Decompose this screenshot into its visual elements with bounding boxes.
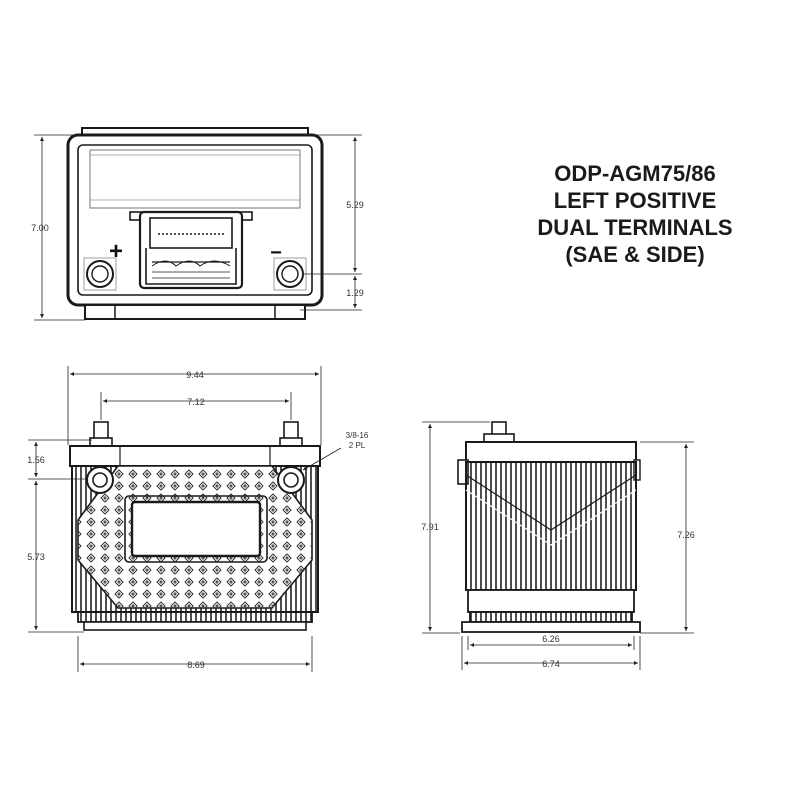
positive-terminal-top bbox=[83, 257, 117, 291]
dim-front-overall-length: 9.44 bbox=[186, 370, 204, 380]
dim-top-overall-height: 7.00 bbox=[31, 223, 49, 233]
dim-top-upper: 5.29 bbox=[346, 200, 364, 210]
thread-note-size: 3/8-16 bbox=[346, 431, 369, 440]
side-terminal-right bbox=[277, 466, 305, 494]
title-block: ODP-AGM75/86 LEFT POSITIVE DUAL TERMINAL… bbox=[500, 160, 770, 268]
negative-symbol: − bbox=[270, 242, 282, 264]
dim-side-case-height: 7.26 bbox=[677, 530, 695, 540]
dim-side-overall-height: 7.91 bbox=[421, 522, 439, 532]
front-view bbox=[69, 421, 321, 631]
dim-front-base-length: 8.69 bbox=[187, 660, 205, 670]
dim-side-overall-width: 6.74 bbox=[542, 659, 560, 669]
top-view bbox=[66, 127, 324, 320]
dim-side-inner-width: 6.26 bbox=[542, 634, 560, 644]
dim-front-case-height: 5.73 bbox=[27, 552, 45, 562]
front-view-dimensions bbox=[28, 366, 342, 672]
side-terminal-left bbox=[86, 466, 114, 494]
carry-handle bbox=[129, 210, 253, 290]
title-model: ODP-AGM75/86 bbox=[554, 161, 716, 186]
positive-symbol: + bbox=[109, 238, 123, 265]
top-view-dimensions bbox=[34, 134, 362, 321]
dim-front-terminal-height: 1.56 bbox=[27, 455, 45, 465]
title-terminal-standard: (SAE & SIDE) bbox=[565, 242, 705, 267]
side-view bbox=[457, 421, 641, 633]
thread-note-count: 2 PL bbox=[349, 441, 366, 450]
title-polarity: LEFT POSITIVE bbox=[553, 188, 717, 213]
title-terminal-type: DUAL TERMINALS bbox=[537, 215, 733, 240]
side-view-dimensions bbox=[422, 421, 694, 670]
dim-top-lower: 1.29 bbox=[346, 288, 364, 298]
dim-front-terminal-spacing: 7.12 bbox=[187, 397, 205, 407]
